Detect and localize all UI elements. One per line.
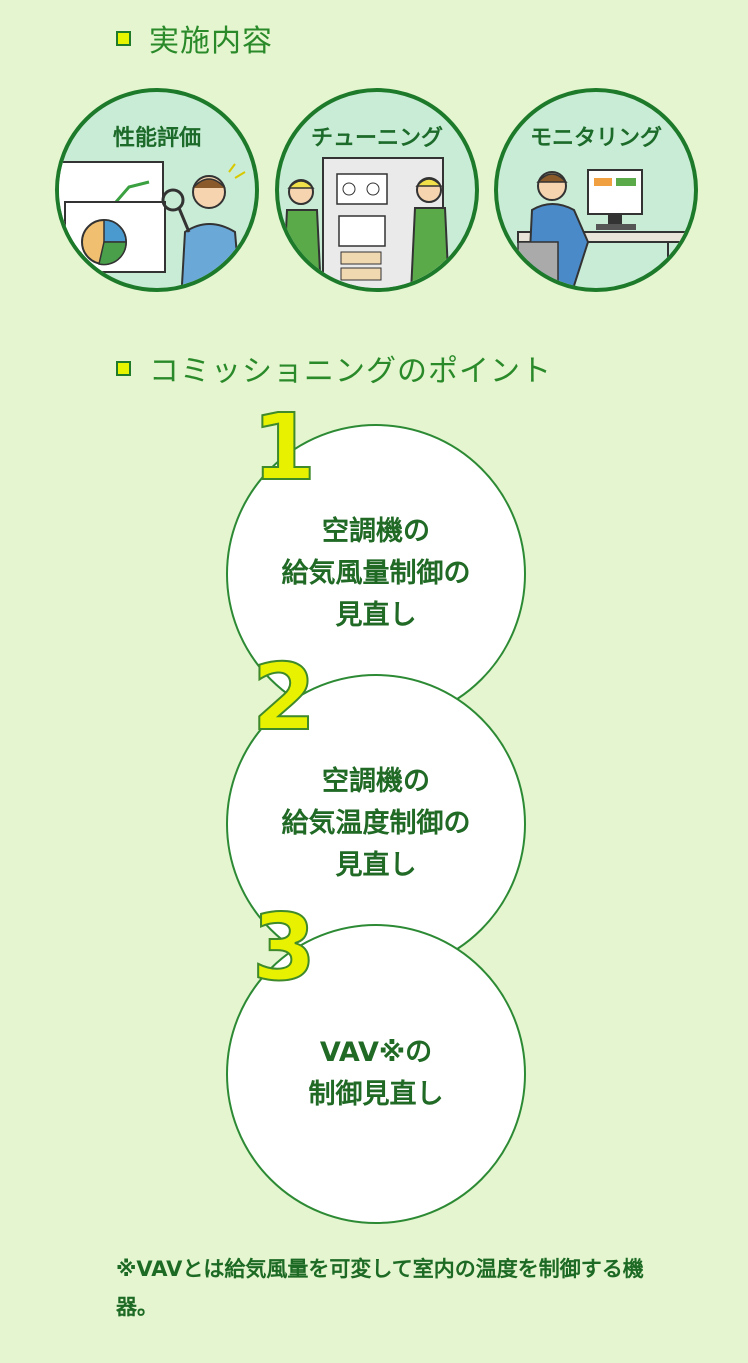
illustration-label: チューニング (310, 126, 443, 151)
square-bullet-icon (116, 360, 131, 376)
point-number-3: 3 (251, 894, 317, 1001)
illustration-performance-evaluation: 性能評価 (55, 88, 259, 292)
square-bullet-icon (116, 30, 131, 46)
point-number-1: 1 (251, 394, 317, 501)
point-circle-3: VAV※の 制御見直し (226, 924, 526, 1224)
section-title: コミッショニングのポイント (149, 354, 552, 389)
section-title: 実施内容 (149, 24, 273, 59)
monitoring-icon (517, 169, 694, 288)
performance-evaluation-icon (59, 161, 246, 288)
footnote: ※VAVとは給気風量を可変して室内の温度を制御する機器。 (116, 1257, 644, 1319)
point-text: 空調機の 給気風量制御の 見直し (281, 516, 471, 631)
section-heading-commissioning-points: コミッショニングのポイント (116, 346, 552, 390)
illustration-label: モニタリング (529, 126, 662, 151)
point-text: 空調機の 給気温度制御の 見直し (281, 766, 471, 881)
illustration-monitoring: モニタリング (494, 88, 698, 292)
illustration-label: 性能評価 (112, 126, 201, 151)
tuning-icon (282, 157, 450, 288)
section-heading-implementation: 実施内容 (116, 16, 273, 60)
point-text: VAV※の 制御見直し (308, 1037, 444, 1110)
illustration-tuning: チューニング (275, 88, 479, 292)
point-number-2: 2 (251, 644, 317, 751)
